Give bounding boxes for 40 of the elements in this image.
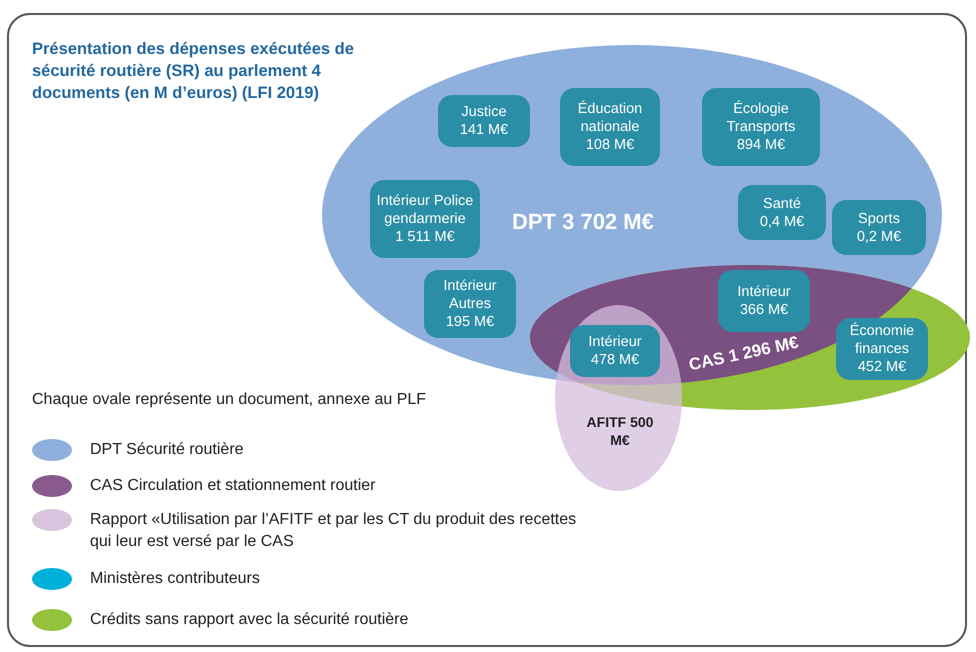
note-text: Chaque ovale représente un document, annexe au PLF (32, 391, 426, 409)
oval-label: AFITF 500 M€ (586, 413, 654, 450)
legend-text: Crédits sans rapport avec la sécurité routière (90, 610, 410, 630)
ministry-box (424, 270, 516, 338)
legend-text: CAS Circulation et stationnement routier (90, 476, 376, 496)
amount-text: 108 M€ (586, 136, 634, 154)
amount-text: 1 511 M€ (395, 228, 455, 246)
ministry-box (836, 318, 928, 380)
amount-text: 0,2 M€ (856, 228, 902, 246)
ministry-box (370, 180, 480, 258)
ministry-name: Économie finances (848, 322, 916, 358)
legend-text: Rapport «Utilisation par l’AFITF et par les CT du produit des recettes qui leur est versé par le CAS (90, 510, 578, 552)
ministry-box (738, 185, 826, 240)
ministry-name: Intérieur Police gendarmerie (376, 192, 474, 228)
legend-text: DPT Sécurité routière (90, 440, 245, 460)
amount-text: 366 M€ (740, 301, 788, 319)
ministry-box (702, 88, 820, 166)
ministry-name: Santé (763, 194, 801, 212)
ministry-name: Sports (858, 210, 900, 228)
ministry-box (832, 200, 926, 255)
legend-text: Ministères contributeurs (90, 569, 261, 589)
title-text: Présentation des dépenses exécutées de sécurité routière (SR) au parlement 4 documents (en M d’euros) (LFI 2019) (32, 39, 355, 104)
ministry-name: Intérieur (737, 283, 791, 301)
ministry-box (438, 95, 530, 147)
oval-label: DPT 3 702 M€ (512, 208, 654, 236)
amount-text: 478 M€ (590, 351, 640, 369)
ministry-box (570, 325, 660, 377)
amount-text: 894 M€ (736, 136, 786, 154)
ministry-box (718, 270, 810, 332)
ministry-box (560, 88, 660, 166)
ministry-name: Intérieur (588, 333, 642, 351)
ministry-name: Justice (461, 103, 507, 121)
amount-text: 0,4 M€ (760, 212, 804, 230)
amount-text: 141 M€ (460, 121, 508, 139)
amount-text: 452 M€ (858, 358, 906, 376)
oval-label: CAS 1 296 M€ (686, 332, 801, 376)
ministry-name: Intérieur Autres (442, 277, 498, 313)
amount-text: 195 M€ (446, 313, 494, 331)
ministry-name: Éducation nationale (576, 100, 644, 136)
ministry-name: Écologie Transports (726, 100, 796, 136)
